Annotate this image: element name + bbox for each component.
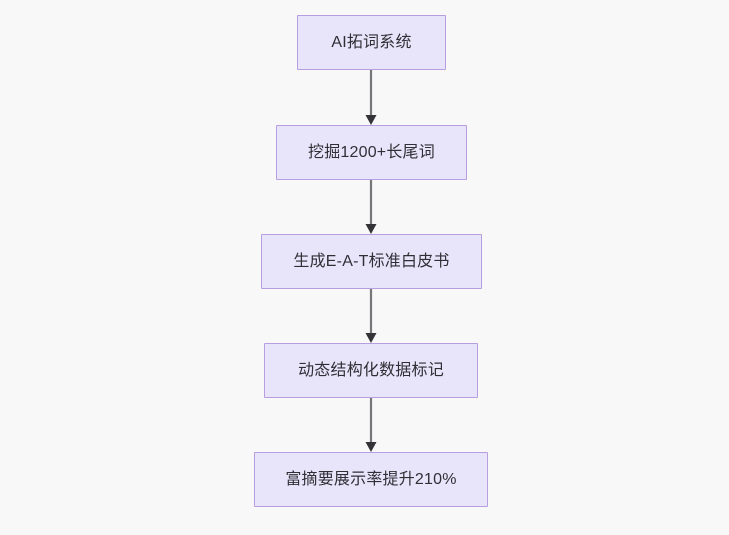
flow-node-label: 富摘要展示率提升210% bbox=[285, 470, 457, 488]
edge-n4-n5 bbox=[365, 398, 377, 452]
flow-node-generate-eat-whitepaper[interactable]: 生成E-A-T标准白皮书 bbox=[261, 234, 482, 289]
flow-node-ai-keyword-system[interactable]: AI拓词系统 bbox=[297, 15, 446, 70]
flow-node-mine-longtail-keywords[interactable]: 挖掘1200+长尾词 bbox=[276, 125, 467, 180]
edge-n1-n2 bbox=[365, 70, 377, 125]
arrowhead-icon bbox=[365, 333, 377, 343]
flow-node-label: 生成E-A-T标准白皮书 bbox=[293, 252, 450, 270]
edge-n2-n3 bbox=[365, 180, 377, 234]
flow-node-dynamic-structured-data-markup[interactable]: 动态结构化数据标记 bbox=[264, 343, 478, 398]
flow-node-label: AI拓词系统 bbox=[331, 33, 412, 51]
flow-node-label: 挖掘1200+长尾词 bbox=[308, 143, 435, 161]
arrowhead-icon bbox=[365, 442, 377, 452]
edge-n3-n4 bbox=[365, 289, 377, 343]
flow-node-rich-snippet-impression-uplift[interactable]: 富摘要展示率提升210% bbox=[254, 452, 488, 507]
arrowhead-icon bbox=[365, 115, 377, 125]
arrowhead-icon bbox=[365, 224, 377, 234]
flow-node-label: 动态结构化数据标记 bbox=[298, 361, 444, 379]
